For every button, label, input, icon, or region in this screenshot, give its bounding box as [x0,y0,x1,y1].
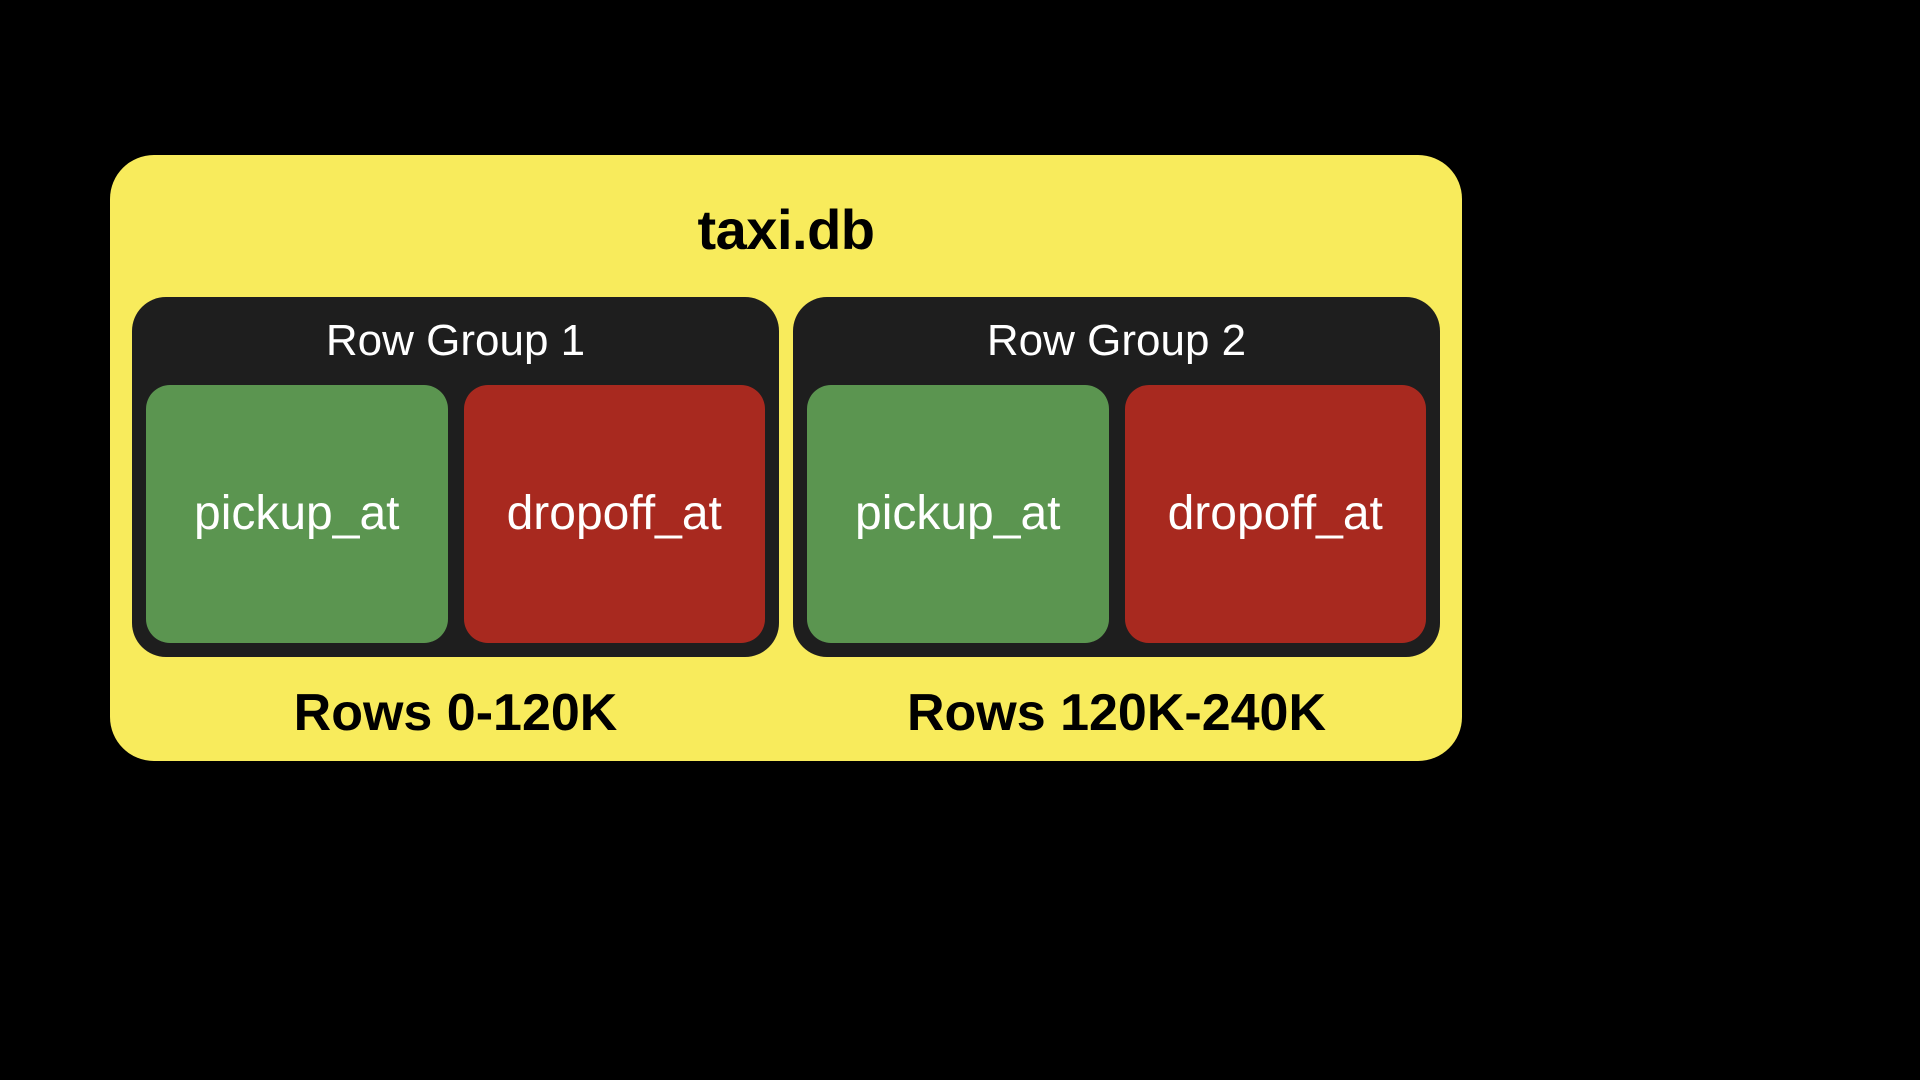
column-box-dropoff-at-1: dropoff_at [463,385,765,643]
columns-container-2: pickup_at dropoff_at [807,385,1426,643]
row-group-label-2: Row Group 2 [986,316,1247,365]
row-range-label-1: Rows 0-120K [293,684,618,742]
columns-container-1: pickup_at dropoff_at [146,385,765,643]
column-box-pickup-at-1: pickup_at [146,385,448,643]
database-title: taxi.db [697,198,875,261]
row-group-box-2: Row Group 2 pickup_at dropoff_at [793,297,1440,657]
row-range-label-2: Rows 120K-240K [906,684,1327,742]
row-group-box-1: Row Group 1 pickup_at dropoff_at [132,297,779,657]
column-label-pickup-at-2: pickup_at [855,487,1061,540]
row-groups-container: Row Group 1 pickup_at dropoff_at Rows 0-… [110,297,1462,739]
row-group-column-2: Row Group 2 pickup_at dropoff_at Rows 12… [793,297,1440,739]
column-label-pickup-at-1: pickup_at [194,487,400,540]
row-group-label-1: Row Group 1 [325,316,586,365]
database-container: taxi.db Row Group 1 pickup_at dropoff_at [110,155,1462,761]
column-label-dropoff-at-1: dropoff_at [506,487,722,540]
column-box-dropoff-at-2: dropoff_at [1124,385,1426,643]
column-label-dropoff-at-2: dropoff_at [1167,487,1383,540]
row-group-column-1: Row Group 1 pickup_at dropoff_at Rows 0-… [132,297,779,739]
column-box-pickup-at-2: pickup_at [807,385,1109,643]
